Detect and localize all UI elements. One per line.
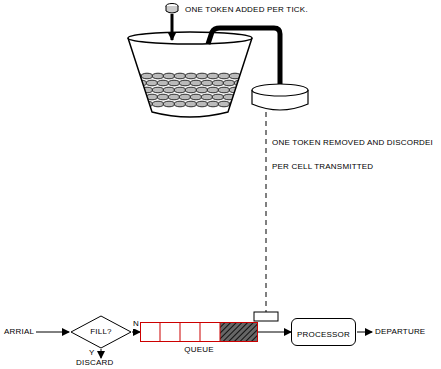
queue-divider <box>220 322 221 342</box>
token <box>245 80 257 86</box>
token-gate <box>254 312 278 321</box>
token <box>163 87 175 93</box>
token <box>168 80 180 86</box>
token <box>196 101 208 107</box>
token <box>207 73 219 79</box>
diamond-shape <box>71 316 131 348</box>
queue-fill <box>220 323 257 341</box>
process-text: PROCESSOR <box>297 330 350 339</box>
flow-arrow <box>258 332 291 333</box>
token <box>135 94 147 100</box>
token <box>218 87 230 93</box>
departure-arrow <box>357 332 372 333</box>
label-text: DISCARD <box>76 358 113 368</box>
token <box>174 87 186 93</box>
token <box>240 101 252 107</box>
note-text: ONE TOKEN REMOVED AND DISCORDEI PER CELL… <box>272 131 434 179</box>
token-symbol <box>166 4 178 14</box>
token <box>218 73 230 79</box>
token <box>152 87 164 93</box>
flow-arrow <box>132 332 140 333</box>
edge-label: N <box>133 319 139 329</box>
bucket-rim <box>128 32 252 44</box>
label-text: ONE TOKEN ADDED PER TICK. <box>185 5 308 15</box>
queue-node: QUEUE <box>140 322 258 355</box>
token <box>223 80 235 86</box>
token-pipe <box>208 28 280 84</box>
token <box>234 80 246 86</box>
process-box: PROCESSOR <box>291 318 356 346</box>
token <box>152 73 164 79</box>
token <box>190 94 202 100</box>
token <box>141 87 153 93</box>
token <box>234 94 246 100</box>
token <box>179 94 191 100</box>
token <box>157 94 169 100</box>
token-in-arrow <box>171 14 174 40</box>
label-text: ARRIAL <box>4 327 34 337</box>
queue-divider <box>160 322 161 342</box>
decision-diamond: FILL? <box>70 315 132 349</box>
token <box>240 87 252 93</box>
token <box>174 73 186 79</box>
token <box>196 73 208 79</box>
label-text: DEPARTURE <box>375 327 425 337</box>
queue-box <box>140 322 258 342</box>
queue-border <box>141 323 258 342</box>
token <box>141 73 153 79</box>
token <box>201 80 213 86</box>
token <box>196 87 208 93</box>
token <box>152 101 164 107</box>
discard-arrow <box>101 349 102 358</box>
token <box>130 101 142 107</box>
token <box>190 80 202 86</box>
token <box>212 94 224 100</box>
token <box>179 80 191 86</box>
token <box>212 80 224 86</box>
bucket-body <box>128 38 252 117</box>
queue-divider <box>180 322 181 342</box>
token <box>207 101 219 107</box>
token <box>146 80 158 86</box>
token <box>185 101 197 107</box>
token <box>163 101 175 107</box>
token <box>174 101 186 107</box>
token <box>163 73 175 79</box>
queue-divider <box>200 322 201 342</box>
queue-label: QUEUE <box>140 345 258 355</box>
token <box>185 73 197 79</box>
token <box>240 73 252 79</box>
decision-text: FILL? <box>90 327 111 337</box>
token <box>185 87 197 93</box>
control-dashed-line <box>266 112 267 312</box>
token <box>207 87 219 93</box>
token <box>141 101 153 107</box>
token-remover <box>252 84 308 110</box>
token <box>135 80 147 86</box>
token <box>201 94 213 100</box>
token <box>218 101 230 107</box>
queue-cells <box>140 322 258 342</box>
label-text: Y <box>89 348 95 358</box>
token <box>130 87 142 93</box>
token <box>168 94 180 100</box>
token <box>157 80 169 86</box>
arrival-arrow <box>36 332 69 333</box>
